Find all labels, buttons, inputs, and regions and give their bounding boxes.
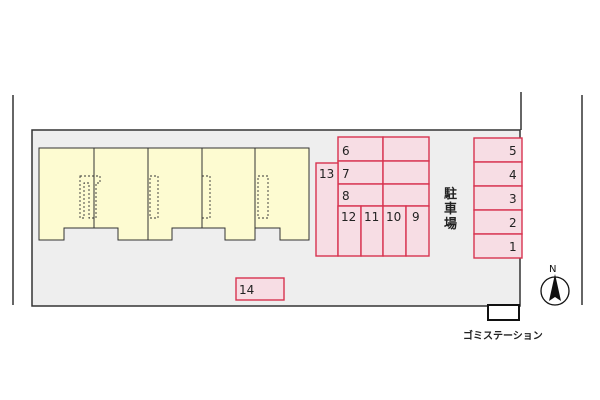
compass-north-label: N <box>549 264 556 275</box>
building-unit-1 <box>38 147 95 241</box>
parking-stall-empty-a <box>382 136 430 162</box>
parking-label-char: 車 <box>444 201 457 217</box>
unit-dashed-outline <box>201 175 211 219</box>
stall-number-9: 9 <box>412 210 420 224</box>
building-block <box>38 147 310 241</box>
parking-label: 駐 車 場 <box>444 186 457 232</box>
stall-number-6: 6 <box>342 144 350 158</box>
building-unit-3 <box>147 147 203 241</box>
unit-dashed-outline <box>79 175 101 219</box>
unit-dashed-outline <box>149 175 159 219</box>
parking-stall-3 <box>473 185 523 211</box>
stall-number-13: 13 <box>319 167 334 181</box>
stall-number-4: 4 <box>509 168 517 182</box>
stall-numbers: 6 7 8 13 12 11 10 9 5 4 3 2 1 14 <box>239 144 517 297</box>
parking-stall-4 <box>473 161 523 187</box>
parking-stall-6 <box>337 136 384 162</box>
parking-stall-1 <box>473 233 523 259</box>
compass-icon: N <box>540 264 570 306</box>
stall-number-3: 3 <box>509 192 517 206</box>
parking-stall-14 <box>235 277 285 301</box>
garbage-station-label: ゴミステーション <box>463 329 543 342</box>
parking-stalls <box>235 136 523 301</box>
parking-stall-9 <box>405 205 430 257</box>
unit-dashed-outline <box>257 175 269 219</box>
parking-label-char: 場 <box>444 216 457 232</box>
garbage-station-box <box>487 304 520 321</box>
stall-number-7: 7 <box>342 167 350 181</box>
parking-stall-2 <box>473 209 523 235</box>
stall-number-14: 14 <box>239 283 254 297</box>
stall-number-1: 1 <box>509 240 517 254</box>
parking-stall-empty-b <box>382 160 430 185</box>
parking-stall-empty-c <box>382 183 430 207</box>
stall-number-2: 2 <box>509 216 517 230</box>
stall-number-5: 5 <box>509 144 517 158</box>
stall-number-11: 11 <box>364 210 379 224</box>
stall-number-8: 8 <box>342 189 350 203</box>
building-unit-5 <box>254 147 310 241</box>
stall-number-10: 10 <box>386 210 401 224</box>
building-unit-2 <box>93 147 149 241</box>
stall-number-12: 12 <box>341 210 356 224</box>
parking-label-char: 駐 <box>444 186 457 202</box>
